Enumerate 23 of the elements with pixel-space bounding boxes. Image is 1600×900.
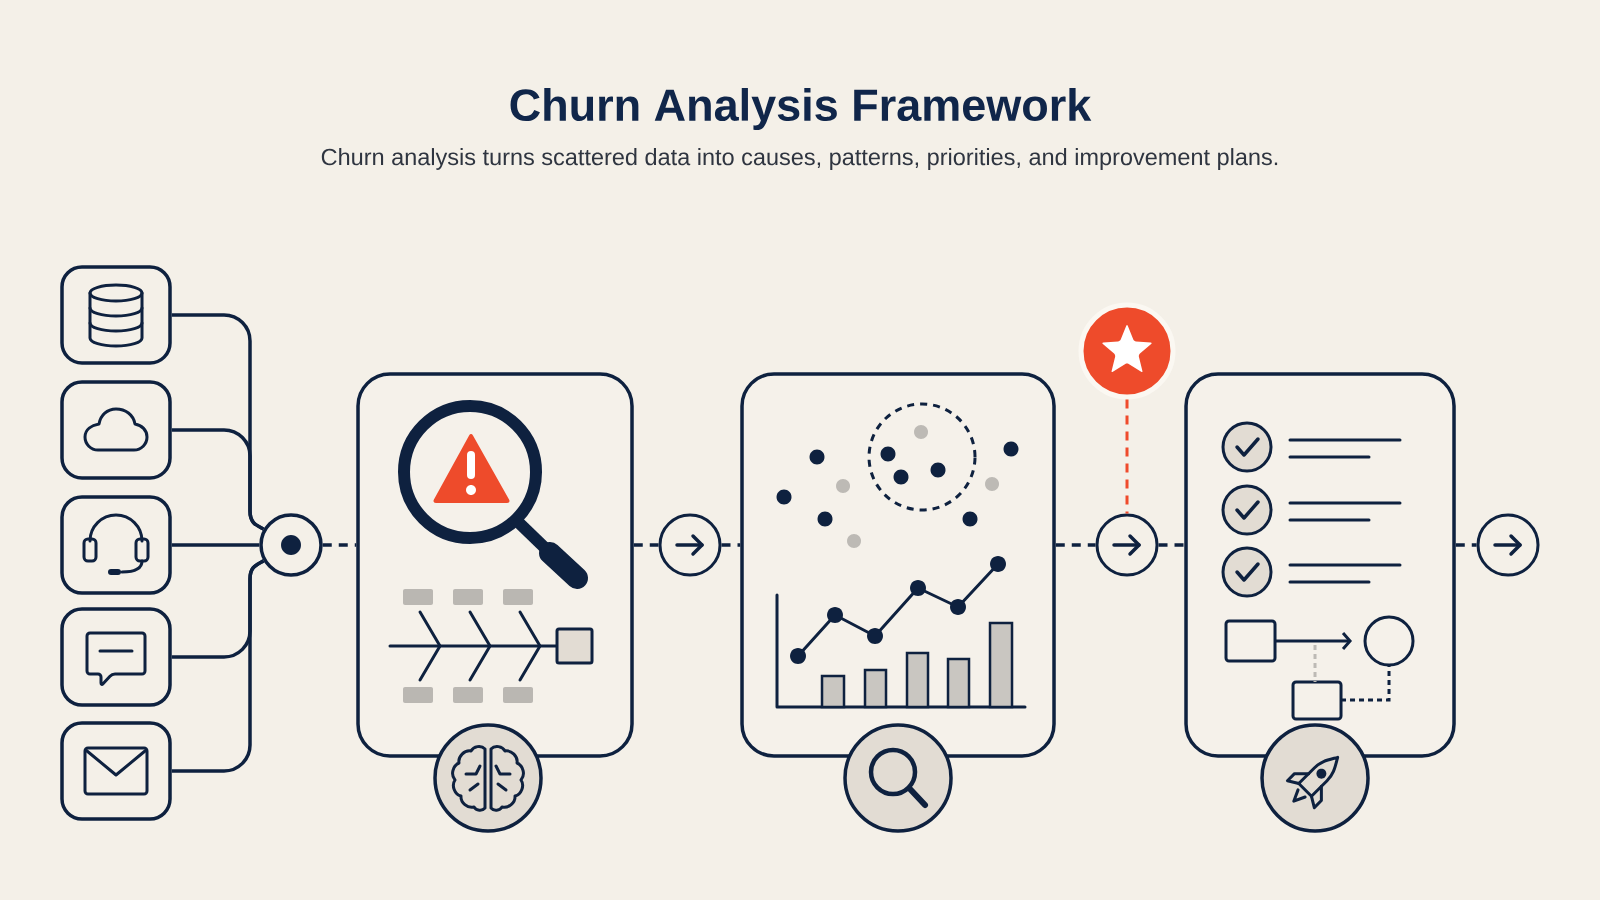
dashed-connector	[322, 543, 357, 547]
subtitle: Churn analysis turns scattered data into causes, patterns, priorities, and improvement plans.	[321, 148, 1278, 170]
step-circle	[1476, 513, 1540, 577]
icon-badge	[433, 723, 543, 833]
dashed-connector	[1055, 543, 1096, 547]
title: Churn Analysis Framework	[510, 88, 1092, 130]
connector-line	[171, 428, 265, 531]
icon-box	[60, 607, 172, 707]
icon-box	[60, 495, 172, 595]
connector-line	[171, 543, 260, 547]
step-circle	[1095, 513, 1159, 577]
icon-box	[60, 380, 172, 480]
dashed-connector	[1158, 543, 1185, 547]
dashed-connector	[721, 543, 741, 547]
dashed-connector	[1125, 399, 1129, 514]
icon-badge	[843, 723, 953, 833]
dashed-connector	[1455, 543, 1477, 547]
icon-box	[60, 721, 172, 821]
junction-circle	[259, 513, 323, 577]
connector-line	[171, 559, 265, 773]
dashed-connector	[633, 543, 659, 547]
step-circle	[658, 513, 722, 577]
icon-badge	[1260, 723, 1370, 833]
